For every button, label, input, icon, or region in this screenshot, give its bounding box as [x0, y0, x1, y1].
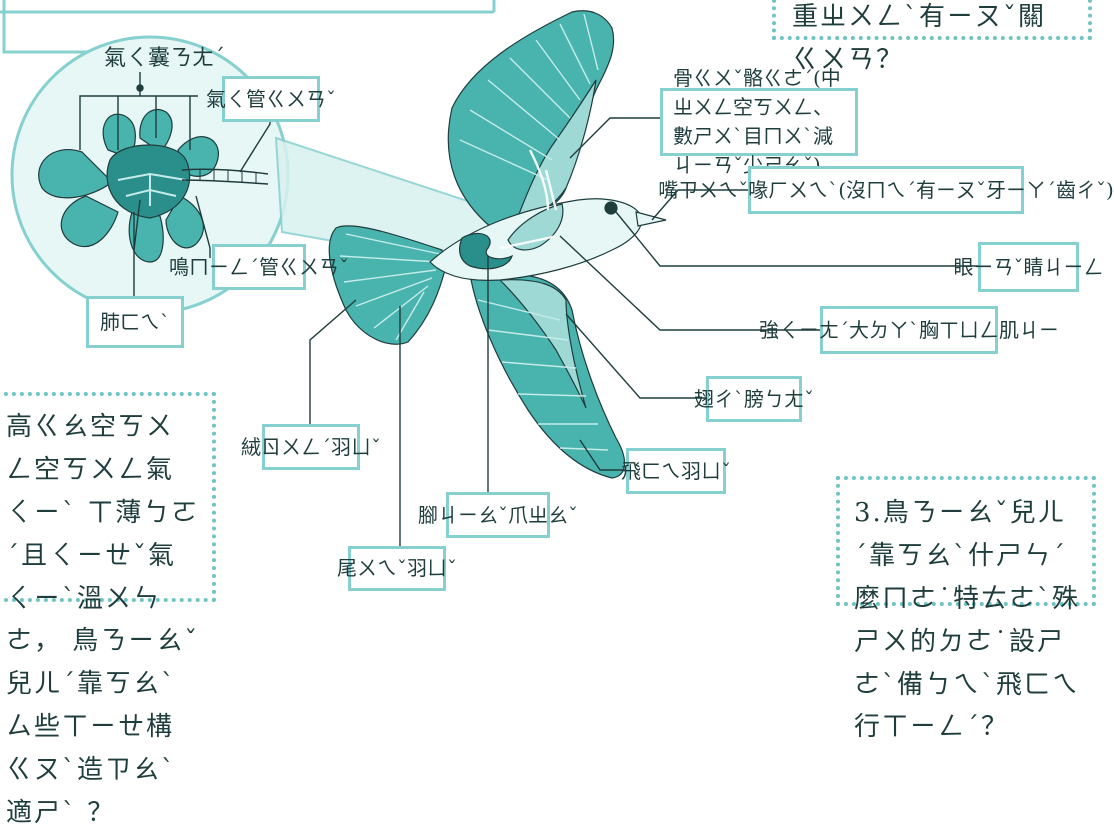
syrinx-label: 鳴ㄇㄧㄥˊ管ㄍㄨㄢˇ — [169, 244, 349, 290]
question-box-top-right: 重ㄓㄨㄥˋ有ㄧㄡˇ關ㄍㄨㄢ？ — [772, 0, 1092, 75]
lung-leader — [133, 199, 141, 296]
tail-feather-lines — [339, 233, 441, 341]
beak-label: 嘴ㄗㄨㄟˇ喙ㄏㄨㄟˋ(沒ㄇㄟˊ有ㄧㄡˇ牙ㄧㄚˊ齒ㄔˇ) — [658, 166, 1114, 214]
syrinx-leader — [195, 195, 211, 258]
trachea-label: 氣ㄑ管ㄍㄨㄢˇ — [206, 76, 336, 122]
bones-label: 骨ㄍㄨˇ骼ㄍㄜˊ(中ㄓㄨㄥ空ㄎㄨㄥ、數ㄕㄨˋ目ㄇㄨˋ減ㄐㄧㄢˇ少ㄕㄠˇ) — [660, 66, 858, 177]
bones-leader — [569, 117, 660, 159]
bronchi — [117, 172, 187, 206]
airsac-left — [38, 149, 113, 199]
question-box-bottom-left: 高ㄍㄠ空ㄎㄨㄥ空ㄎㄨㄥ氣ㄑㄧˋ ㄒ薄ㄅㄛˊ且ㄑㄧㄝˇ氣ㄑㄧˋ溫ㄨㄣ ㄜ， 鳥ㄋㄧ… — [0, 392, 216, 828]
down-feather-leader — [309, 299, 357, 424]
trachea-rings — [199, 169, 257, 184]
question-box-bottom-right: 3.鳥ㄋㄧㄠˇ兒ㄦˊ靠ㄎㄠˋ什ㄕㄣˊ麼ㄇㄜ˙特ㄊㄜˋ殊ㄕㄨ的ㄉㄜ˙設ㄕㄜˋ備ㄅㄟ… — [836, 476, 1096, 742]
eye-label: 眼ㄧㄢˇ睛ㄐㄧㄥ — [954, 242, 1104, 292]
airsac-right-lower — [165, 195, 205, 249]
lower-wing-feather-lines — [477, 299, 609, 451]
lung-label: 肺ㄈㄟˋ — [86, 296, 184, 348]
upper-wing-feather-lines — [459, 13, 599, 181]
bird-leader-lines — [309, 117, 978, 552]
trachea-tube — [181, 168, 269, 185]
internal-organ — [459, 233, 514, 270]
muscle-label: 強ㄑㄧㄤˊ大ㄉㄚˋ胸ㄒㄩㄥ肌ㄐㄧ — [759, 306, 1059, 354]
inset-leader-lines — [79, 72, 271, 296]
flight-feather-label: 飛ㄈㄟ羽ㄩˇ — [621, 448, 731, 494]
eye-leader — [615, 211, 978, 267]
eye — [604, 201, 618, 215]
lungs — [106, 144, 191, 219]
wing-leader — [565, 313, 706, 399]
wing-label: 翅ㄔˋ膀ㄅㄤˇ — [694, 376, 814, 422]
flight-feather-leader — [579, 439, 626, 471]
feet-label: 腳ㄐㄧㄠˇ爪ㄓㄠˇ — [418, 492, 578, 538]
airsac-left-lower — [60, 195, 119, 247]
upper-wing-coverts — [514, 79, 597, 223]
beak-leader — [651, 189, 748, 221]
lower-wing — [469, 273, 626, 479]
down-feather-label: 絨ㄖㄨㄥˊ羽ㄩˇ — [241, 424, 381, 470]
tail — [328, 225, 447, 345]
bird-drawing — [328, 10, 667, 479]
muscle-leader — [559, 235, 820, 331]
skeleton-sketch — [499, 149, 558, 250]
beak — [635, 211, 667, 227]
airsac-title: 氣ㄑ囊ㄋㄤˊ — [104, 46, 226, 71]
airsac-bracket — [79, 95, 198, 150]
lower-wing-coverts — [498, 279, 587, 409]
tail-feather-label: 尾ㄨㄟˇ羽ㄩˇ — [337, 546, 457, 591]
